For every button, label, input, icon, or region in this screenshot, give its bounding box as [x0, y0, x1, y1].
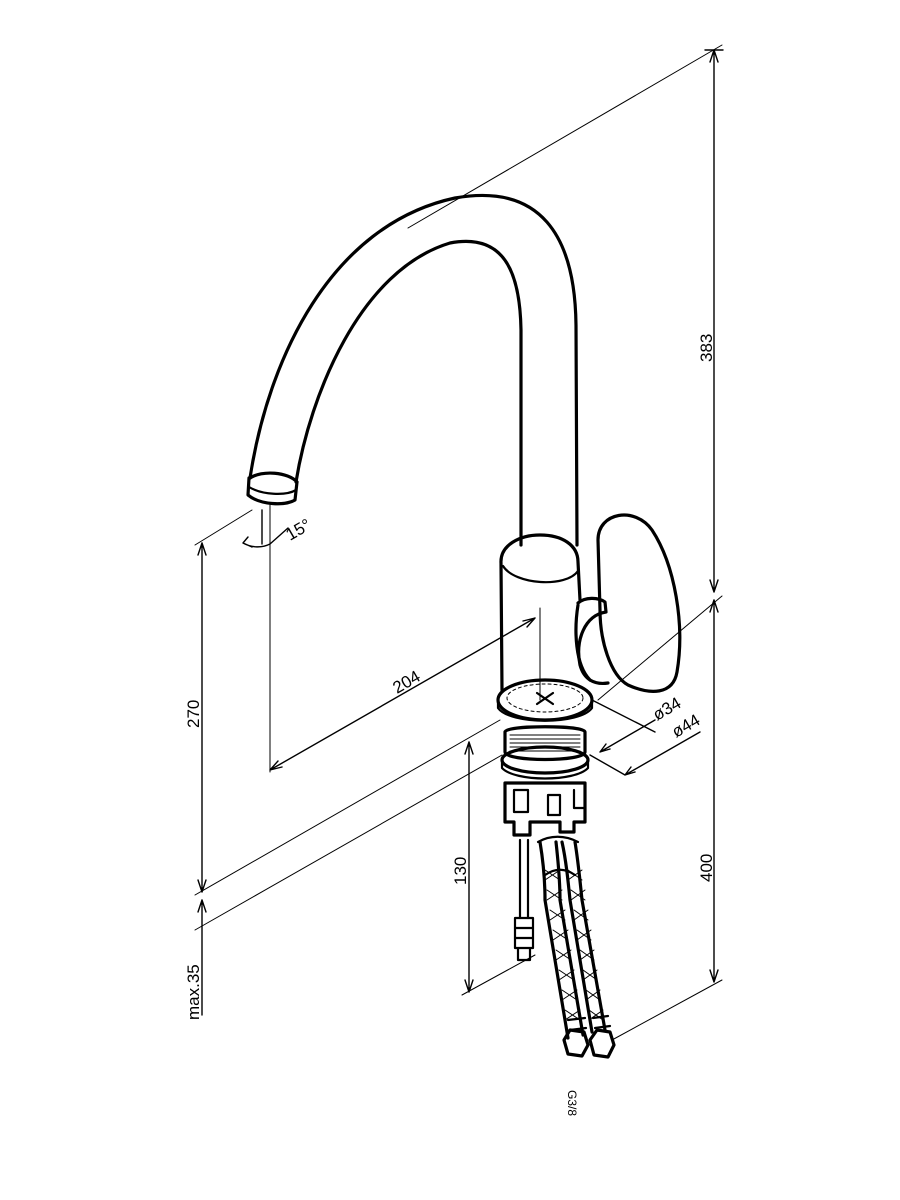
dim-270-extensions — [194, 509, 501, 896]
base-cross — [535, 691, 555, 706]
dim-diam34-line — [591, 699, 656, 753]
hose-left — [538, 840, 585, 1040]
fixing-rod — [518, 838, 530, 920]
dim-204-extensions — [269, 504, 541, 773]
dimension-lines — [194, 44, 724, 1041]
dim-400-line — [709, 599, 719, 983]
body-top-ring — [501, 564, 580, 584]
hose-end-nut-left — [562, 1028, 590, 1058]
dim-15-angle — [242, 509, 289, 548]
spout-outer-contour — [248, 193, 579, 547]
label-270: 270 — [184, 700, 203, 728]
dim-270-line — [197, 542, 207, 893]
lever-handle — [596, 513, 682, 693]
threaded-shank — [503, 725, 587, 762]
base-disc-inner — [506, 683, 584, 713]
base-disc-side — [496, 698, 594, 722]
spout-tip — [246, 471, 299, 506]
label-max35: max.35 — [184, 964, 203, 1020]
lever-base — [574, 603, 592, 682]
dim-400-extensions — [597, 595, 723, 1041]
label-130: 130 — [451, 857, 470, 885]
spout-tip-ring — [247, 485, 298, 495]
shank-threads — [509, 734, 581, 752]
label-204: 204 — [390, 667, 424, 698]
dim-130-line — [464, 741, 474, 993]
label-383: 383 — [697, 334, 716, 362]
dim-204-line — [269, 617, 536, 771]
dim-max35-line — [197, 899, 207, 1016]
dimension-labels: 383 400 270 max.35 204 15° 130 ø34 ø44 G… — [184, 334, 716, 1117]
hose-end-nut-right — [588, 1028, 616, 1059]
body-cylinder — [499, 533, 582, 692]
dim-383-line — [704, 49, 724, 593]
base-disc — [496, 678, 594, 722]
dim-max35-extensions — [194, 754, 503, 931]
hose-right — [560, 840, 607, 1034]
spout-inner-contour — [294, 239, 523, 547]
nut-slots — [512, 788, 586, 817]
label-15deg: 15° — [283, 515, 315, 544]
washer-side — [500, 758, 590, 780]
hose-top-coupling — [536, 835, 580, 877]
faucet-body — [246, 193, 682, 1059]
dim-130-extensions — [461, 954, 536, 996]
hose-ferrules — [566, 1014, 612, 1032]
rod-nut — [513, 916, 535, 962]
mounting-nut — [503, 781, 587, 837]
dim-diam44-line — [589, 731, 701, 776]
dim-383-extension — [407, 44, 723, 229]
label-g38: G3/8 — [565, 1090, 579, 1116]
label-400: 400 — [697, 854, 716, 882]
